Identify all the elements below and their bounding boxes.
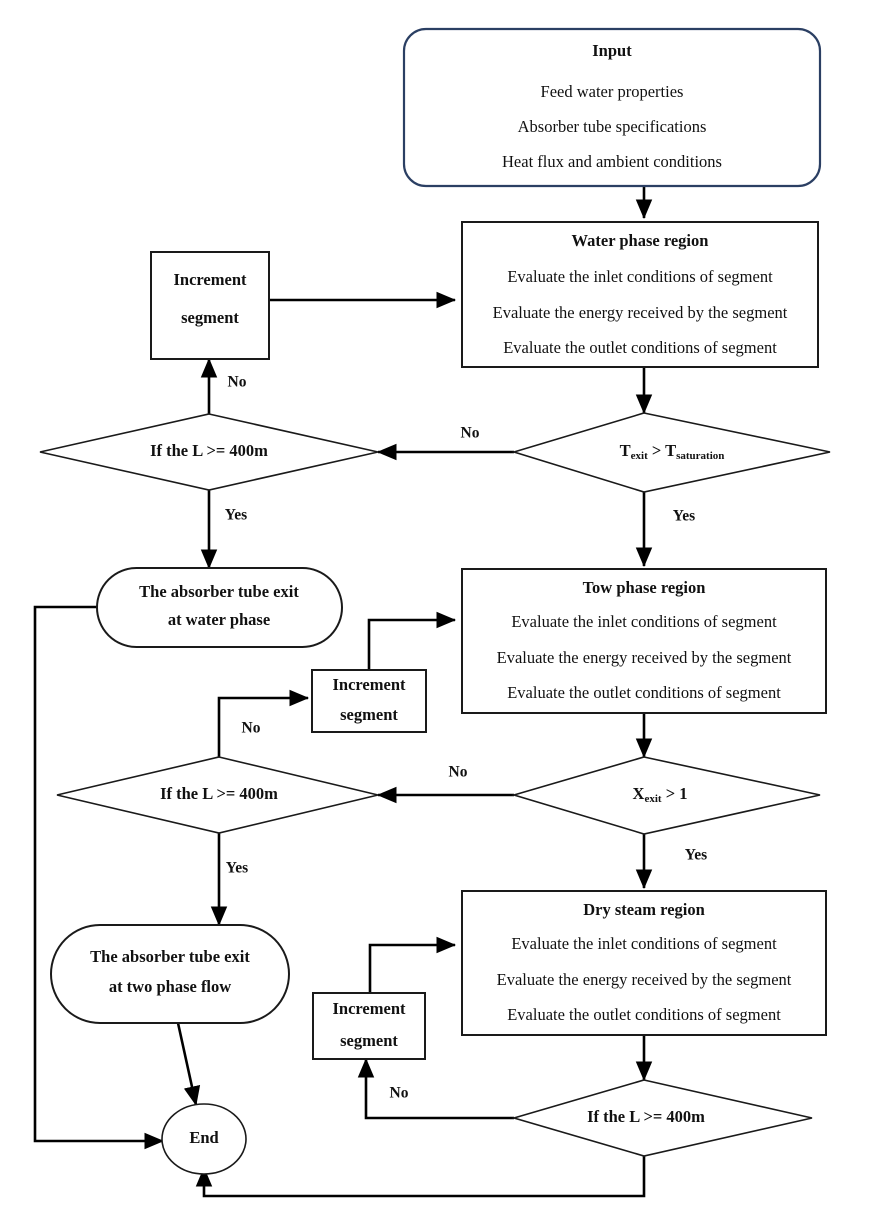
two-phase-box[interactable]: [461, 568, 827, 714]
length-decision-3-text: If the L >= 400m: [587, 1107, 705, 1126]
two-phase-line-1: Evaluate the inlet conditions of segment: [511, 612, 777, 631]
two-phase-line-3: Evaluate the outlet conditions of segmen…: [507, 683, 781, 702]
edge-increment-2-to-two-phase: [367, 611, 457, 670]
node-decision-length-1[interactable]: If the L >= 400m: [39, 413, 379, 491]
temperature-base-1: T: [620, 441, 631, 460]
increment-3-line-1: Increment: [332, 999, 406, 1018]
edge-label-no-4: No: [449, 764, 468, 781]
quality-operator: > 1: [662, 784, 688, 803]
length-decision-2-diamond[interactable]: [56, 756, 379, 834]
increment-1-box[interactable]: [150, 251, 270, 360]
increment-1-line-1: Increment: [173, 270, 247, 289]
node-increment-segment-2[interactable]: Increment segment: [311, 669, 427, 733]
node-decision-temperature[interactable]: Texit > Tsaturation: [511, 412, 831, 493]
node-increment-segment-3[interactable]: Increment segment: [312, 992, 426, 1060]
edge-label-no-2: No: [461, 425, 480, 442]
end-ellipse[interactable]: [161, 1103, 247, 1175]
node-increment-segment-1[interactable]: Increment segment: [150, 251, 270, 360]
input-box[interactable]: [402, 27, 822, 188]
length-decision-2-text: If the L >= 400m: [160, 784, 278, 803]
exit-water-line-1: The absorber tube exit: [139, 582, 299, 601]
temperature-base-2: T: [665, 441, 676, 460]
node-water-phase-region[interactable]: Water phase region Evaluate the inlet co…: [461, 221, 819, 368]
node-end[interactable]: End: [161, 1103, 247, 1175]
exit-two-phase-line-2: at two phase flow: [109, 977, 231, 996]
edge-exit-two-phase-to-end: [176, 1022, 201, 1107]
node-two-phase-region[interactable]: Tow phase region Evaluate the inlet cond…: [461, 568, 827, 714]
increment-3-line-2: segment: [340, 1031, 398, 1050]
quality-decision-text: Xexit > 1: [633, 784, 688, 805]
temperature-sub-2: saturation: [676, 450, 724, 462]
water-phase-line-2: Evaluate the energy received by the segm…: [493, 303, 788, 322]
end-label: End: [189, 1128, 218, 1147]
edge-label-yes-2: Yes: [673, 508, 695, 525]
node-exit-at-two-phase-flow[interactable]: The absorber tube exit at two phase flow: [50, 924, 290, 1024]
quality-base: X: [633, 784, 645, 803]
increment-2-box[interactable]: [311, 669, 427, 733]
input-line-3: Heat flux and ambient conditions: [502, 152, 722, 171]
length-decision-1-diamond[interactable]: [39, 413, 379, 491]
temperature-decision-diamond[interactable]: [511, 412, 831, 493]
edge-length-2-no-to-increment-2: [217, 689, 310, 757]
temperature-decision-text: Texit > Tsaturation: [620, 441, 725, 462]
exit-two-phase-line-1: The absorber tube exit: [90, 947, 250, 966]
temperature-sub-1: exit: [631, 450, 648, 462]
exit-water-line-2: at water phase: [168, 610, 270, 629]
edge-length-3-no-to-increment-3: [357, 1057, 514, 1120]
increment-2-line-2: segment: [340, 705, 398, 724]
dry-steam-line-2: Evaluate the energy received by the segm…: [497, 970, 792, 989]
edge-label-yes-4: Yes: [226, 860, 248, 877]
input-line-1: Feed water properties: [541, 82, 684, 101]
increment-3-box[interactable]: [312, 992, 426, 1060]
edge-label-no-3: No: [242, 720, 261, 737]
input-line-2: Absorber tube specifications: [518, 117, 707, 136]
dry-steam-box[interactable]: [461, 890, 827, 1036]
edge-label-no-5: No: [390, 1085, 409, 1102]
node-input[interactable]: Input Feed water properties Absorber tub…: [402, 27, 822, 188]
dry-steam-line-3: Evaluate the outlet conditions of segmen…: [507, 1005, 781, 1024]
exit-water-box[interactable]: [96, 567, 343, 648]
node-decision-quality[interactable]: Xexit > 1: [511, 756, 821, 835]
dry-steam-title: Dry steam region: [583, 900, 705, 919]
water-phase-title: Water phase region: [572, 231, 709, 250]
edge-exit-water-to-end: [33, 605, 165, 1150]
exit-two-phase-box[interactable]: [50, 924, 290, 1024]
water-phase-line-3: Evaluate the outlet conditions of segmen…: [503, 338, 777, 357]
edge-label-yes-1: Yes: [225, 507, 247, 524]
quality-sub: exit: [644, 793, 661, 805]
edge-length-3-yes-to-end: [195, 1156, 646, 1198]
two-phase-title: Tow phase region: [583, 578, 706, 597]
input-title: Input: [592, 41, 632, 60]
connector-layer: [33, 186, 653, 1198]
node-decision-length-2[interactable]: If the L >= 400m: [56, 756, 379, 834]
edge-label-layer: No Yes No Yes No No Yes No Yes: [225, 374, 707, 1102]
temperature-operator: >: [648, 441, 665, 460]
increment-1-line-2: segment: [181, 308, 239, 327]
edge-label-yes-3: Yes: [685, 847, 707, 864]
length-decision-3-diamond[interactable]: [511, 1079, 813, 1157]
dry-steam-line-1: Evaluate the inlet conditions of segment: [511, 934, 777, 953]
node-decision-length-3[interactable]: If the L >= 400m: [511, 1079, 813, 1157]
water-phase-box[interactable]: [461, 221, 819, 368]
quality-decision-diamond[interactable]: [511, 756, 821, 835]
water-phase-line-1: Evaluate the inlet conditions of segment: [507, 267, 773, 286]
length-decision-1-text: If the L >= 400m: [150, 441, 268, 460]
node-dry-steam-region[interactable]: Dry steam region Evaluate the inlet cond…: [461, 890, 827, 1036]
increment-2-line-1: Increment: [332, 675, 406, 694]
edge-increment-3-to-dry-steam: [368, 936, 457, 993]
node-exit-at-water-phase[interactable]: The absorber tube exit at water phase: [96, 567, 343, 648]
two-phase-line-2: Evaluate the energy received by the segm…: [497, 648, 792, 667]
edge-label-no-1: No: [228, 374, 247, 391]
